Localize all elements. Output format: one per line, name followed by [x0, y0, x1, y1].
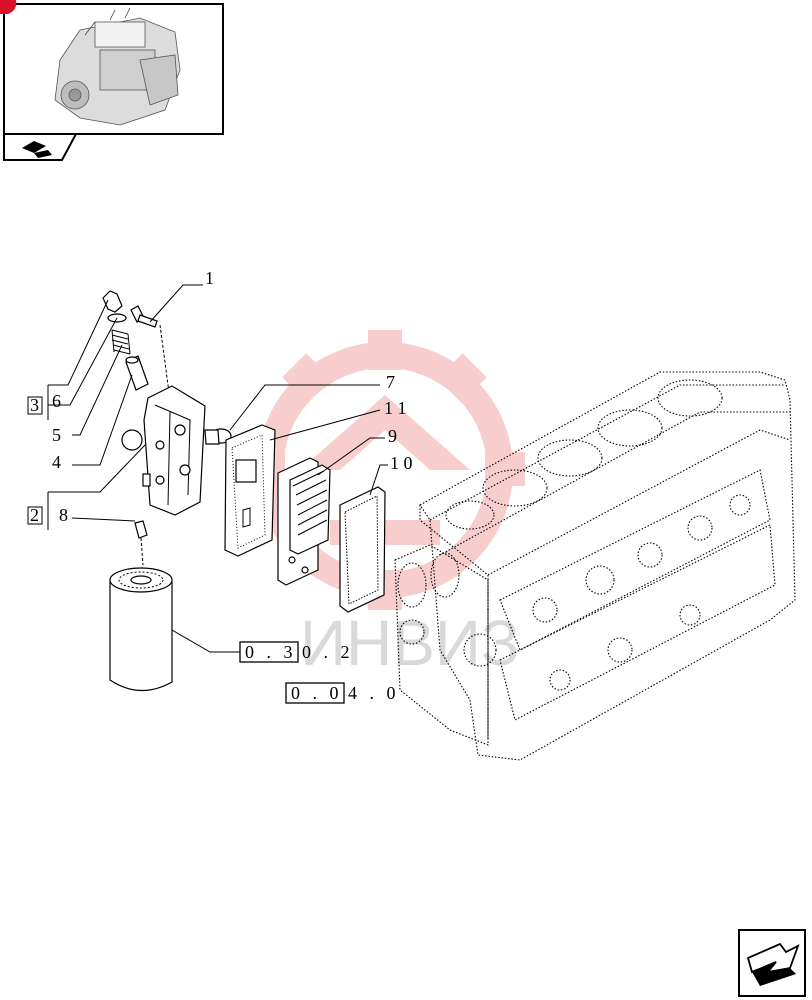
group-box-3: 3 — [27, 395, 43, 415]
oil-filter-head[interactable] — [121, 385, 206, 516]
reference-1-boxed: 0 . 3 — [245, 642, 297, 662]
spring-5[interactable] — [111, 329, 131, 355]
engine-thumbnail-icon — [54, 7, 181, 126]
reference-2-rest: 4 . 0 — [348, 683, 400, 703]
watermark-text: ИНВИЗ — [300, 607, 520, 679]
oil-filter-cartridge[interactable] — [109, 567, 173, 692]
gasket-11[interactable] — [224, 424, 276, 557]
oil-cooler-9[interactable] — [277, 457, 331, 586]
svg-text:2: 2 — [30, 505, 39, 525]
plug-6[interactable] — [102, 290, 123, 313]
next-page-button[interactable] — [738, 929, 806, 997]
engine-thumbnail[interactable] — [0, 0, 224, 161]
corner-tab-icon — [0, 0, 17, 14]
group-box-2: 2 — [27, 505, 43, 525]
callout-1: 1 — [205, 268, 214, 288]
callout-4: 4 — [52, 452, 61, 472]
valve-4[interactable] — [125, 355, 149, 391]
callout-5: 5 — [52, 425, 61, 445]
callout-6: 6 — [52, 391, 61, 411]
svg-text:3: 3 — [30, 395, 39, 415]
callout-9: 9 — [388, 426, 397, 446]
gasket-10[interactable] — [339, 486, 386, 613]
callout-11: 1 1 — [384, 398, 407, 418]
book-tab-icon — [22, 141, 52, 158]
callout-8: 8 — [59, 505, 68, 525]
next-page-arrow-icon — [746, 942, 800, 986]
reference-1-rest: 0 . 2 — [302, 642, 354, 662]
bolt-1[interactable] — [130, 305, 171, 401]
reference-2-boxed: 0 . 0 — [291, 683, 343, 703]
engine-block — [394, 371, 796, 761]
leader-lines — [47, 284, 388, 653]
reference-link-2[interactable]: 0 . 0 4 . 0 — [285, 682, 400, 704]
callout-7: 7 — [386, 372, 395, 392]
callout-10: 1 0 — [390, 453, 413, 473]
drain-plug-8[interactable] — [134, 520, 148, 566]
reference-link-1[interactable]: 0 . 3 0 . 2 — [239, 641, 354, 663]
